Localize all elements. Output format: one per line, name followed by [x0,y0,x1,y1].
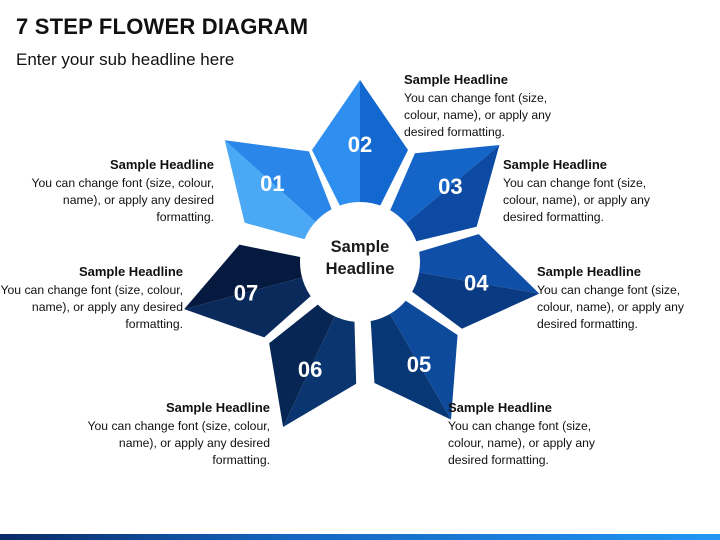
petal-07-left [184,276,312,338]
step-04-text: Sample Headline You can change font (siz… [537,263,712,333]
step-03-body: You can change font (size, colour, name)… [503,176,651,224]
petal-01-left [224,140,319,240]
petal-05-left [388,300,458,420]
petal-04-number: 04 [464,270,489,295]
step-06-text: Sample Headline You can change font (siz… [70,399,270,469]
petal-02-number: 02 [348,132,372,157]
step-03-headline: Sample Headline [503,157,608,172]
step-07-body: You can change font (size, colour, name)… [0,283,183,331]
petal-02-left [312,80,360,206]
step-03-text: Sample Headline You can change font (siz… [503,156,678,226]
step-01-text: Sample Headline You can change font (siz… [14,156,214,226]
step-04-headline: Sample Headline [537,264,642,279]
petal-03-left [390,145,500,227]
petal-02-right [360,80,408,206]
step-02-body: You can change font (size, colour, name)… [404,91,552,139]
petal-05-right [370,310,451,420]
center-headline-line2: Headline [325,260,395,278]
step-06-body: You can change font (size, colour, name)… [87,419,270,467]
step-07-headline: Sample Headline [78,264,183,279]
center-headline-line1: Sample [330,238,390,256]
petal-01-right [224,140,332,225]
step-07-text: Sample Headline You can change font (siz… [0,263,183,333]
petal-06-right [269,304,337,427]
center-headline: Sample Headline [310,236,410,280]
petal-06-left [283,312,357,427]
petal-07-right [184,244,306,310]
step-05-headline: Sample Headline [448,400,553,415]
petal-03-right [402,145,500,242]
step-05-text: Sample Headline You can change font (siz… [448,399,623,469]
step-02-text: Sample Headline You can change font (siz… [404,71,579,141]
step-05-body: You can change font (size, colour, name)… [448,419,596,467]
petal-06-number: 06 [298,357,322,382]
step-06-headline: Sample Headline [165,400,270,415]
petal-05-number: 05 [407,352,431,377]
step-04-body: You can change font (size, colour, name)… [537,283,685,331]
footer-bar [0,534,720,540]
step-01-headline: Sample Headline [109,157,214,172]
petal-03-number: 03 [438,174,462,199]
center-circle [300,202,420,322]
page-title: 7 STEP FLOWER DIAGRAM [16,14,309,39]
petal-04-right [411,271,540,329]
step-01-body: You can change font (size, colour, name)… [31,176,214,224]
petal-04-left [415,234,540,294]
page-subtitle: Enter your sub headline here [16,50,235,69]
step-02-headline: Sample Headline [404,72,509,87]
petal-01-number: 01 [260,171,284,196]
petal-07-number: 07 [234,281,258,306]
